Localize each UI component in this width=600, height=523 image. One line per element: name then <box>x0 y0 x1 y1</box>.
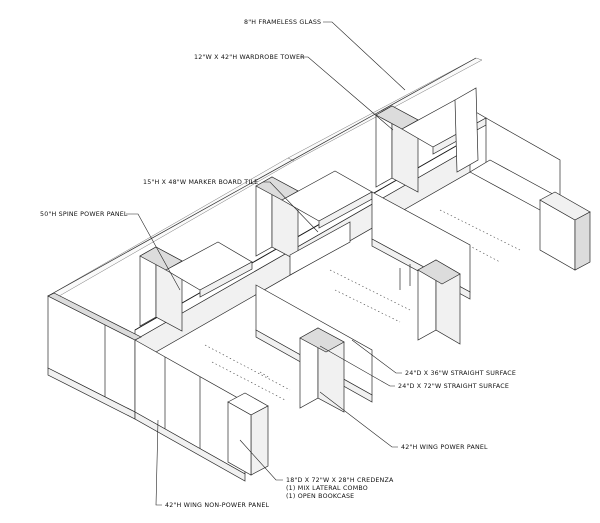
marker-board-tile <box>289 221 351 276</box>
leader-lines <box>126 21 406 506</box>
callout-straight-surface-72: 24"D X 72"W STRAIGHT SURFACE <box>398 383 509 390</box>
workstation-front-left <box>139 241 373 413</box>
callout-wing-power-panel: 42"H WING POWER PANEL <box>401 444 488 451</box>
spine-glass <box>47 57 483 300</box>
wing-non-power-panel-run <box>47 292 246 482</box>
callout-wardrobe-tower: 12"W X 42"H WARDROBE TOWER <box>194 54 305 61</box>
callout-spine-power-panel: 50"H SPINE POWER PANEL <box>40 211 128 218</box>
callout-frameless-glass: 8"H FRAMELESS GLASS <box>244 19 321 26</box>
workstation-middle <box>255 170 471 345</box>
callout-credenza: 18"D X 72"W X 28"H CREDENZA <box>286 477 394 484</box>
credenza-unit <box>227 392 269 476</box>
workstation-back-right <box>375 87 591 271</box>
callout-credenza-combo: (1) MIX LATERAL COMBO <box>286 485 368 492</box>
callout-wing-non-power-panel: 42"H WING NON-POWER PANEL <box>165 502 269 509</box>
callout-labels: 8"H FRAMELESS GLASS 12"W X 42"H WARDROBE… <box>40 19 516 509</box>
callout-marker-board: 15"H X 48"W MARKER BOARD TILE <box>143 179 258 186</box>
callout-straight-surface-36: 24"D X 36"W STRAIGHT SURFACE <box>405 370 516 377</box>
callout-credenza-bookcase: (1) OPEN BOOKCASE <box>286 493 354 500</box>
